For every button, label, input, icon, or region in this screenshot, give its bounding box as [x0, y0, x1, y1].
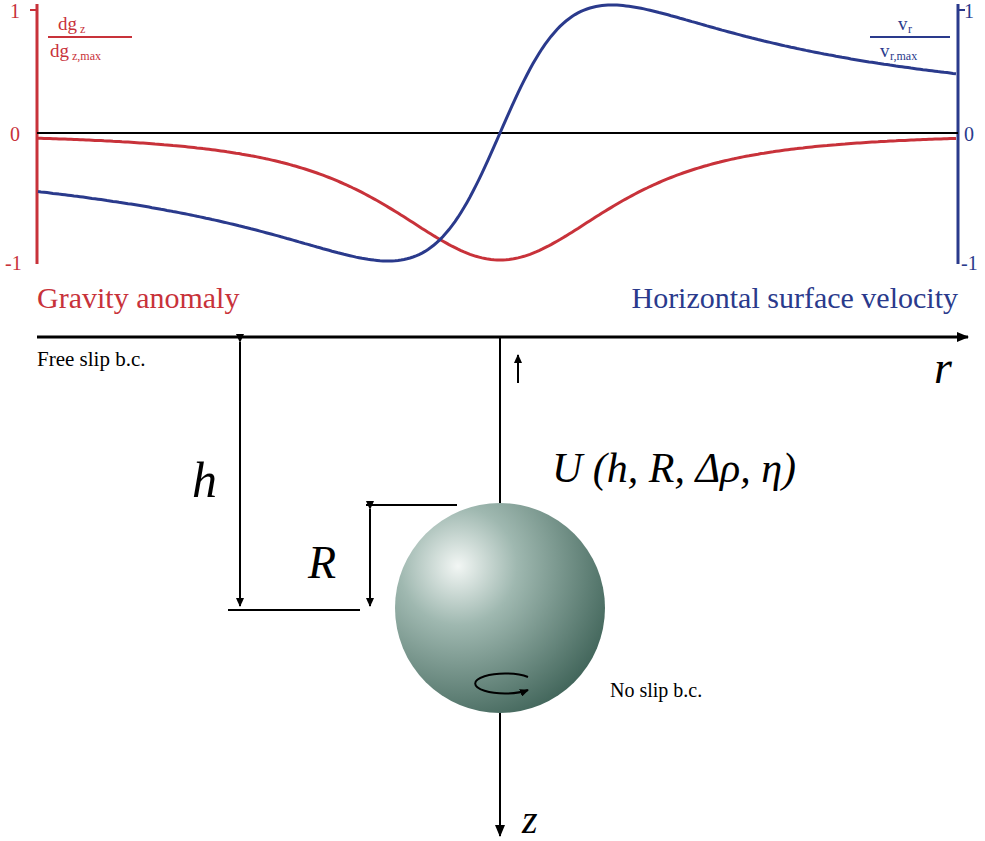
subscript: z	[80, 23, 85, 35]
dimension-label: h	[192, 455, 217, 505]
axis-title: v	[898, 14, 908, 33]
subscript: z,max	[72, 50, 101, 62]
top-tick	[366, 504, 457, 506]
boundary-note: No slip b.c.	[610, 680, 702, 700]
axis-tick: 1	[10, 1, 20, 21]
axis-tick: 1	[964, 1, 974, 21]
axis-name: r	[934, 345, 952, 391]
zero-line	[37, 132, 958, 134]
dimension-label: R	[308, 540, 336, 586]
r-dimension	[369, 509, 371, 606]
h-dimension	[239, 342, 241, 606]
velocity-arrow	[517, 355, 519, 383]
axis-tick: -1	[5, 253, 22, 273]
axis-title: dg	[58, 14, 77, 33]
axis-tick: 0	[964, 124, 974, 144]
legend-title: Gravity anomaly	[37, 283, 239, 313]
boundary-note: Free slip b.c.	[37, 349, 145, 370]
gravity-curve	[38, 138, 956, 260]
axis-title: v	[880, 41, 890, 60]
axis-tick: 0	[10, 124, 20, 144]
r-axis	[37, 336, 968, 339]
fraction-bar	[48, 36, 132, 38]
velocity-label: U (h, R, Δρ, η)	[552, 447, 796, 489]
fraction-bar	[870, 36, 950, 38]
axis-name: z	[522, 800, 538, 840]
velocity-curve	[38, 5, 956, 261]
axis-tick: -1	[961, 253, 978, 273]
axis-title: dg	[50, 41, 69, 60]
center-tick	[228, 609, 360, 611]
subscript: r,max	[890, 50, 917, 62]
rotation-arrow	[475, 674, 528, 694]
legend-title: Horizontal surface velocity	[631, 283, 958, 313]
subscript: r	[908, 23, 912, 35]
sphere	[395, 503, 605, 713]
